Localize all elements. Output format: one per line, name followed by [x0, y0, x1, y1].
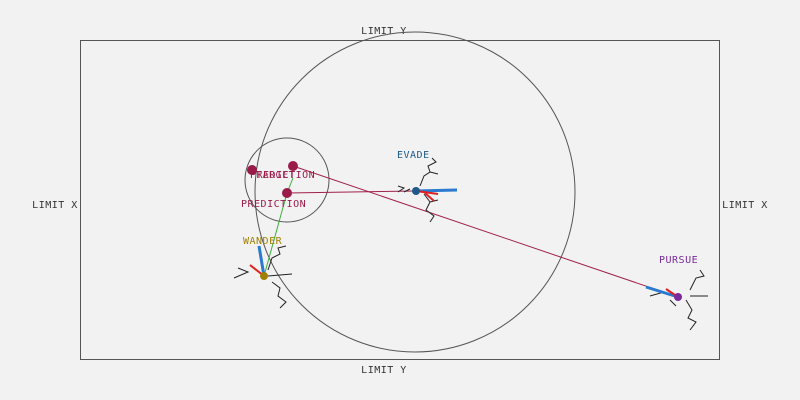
pursue-dragon-sprite [649, 269, 708, 331]
target-point [288, 161, 298, 171]
evade-prediction-line [286, 190, 417, 194]
pursue-body [674, 293, 682, 301]
prediction-point-b [282, 188, 292, 198]
evade-radius-circle [254, 31, 576, 353]
evade-force-vector-2 [424, 192, 435, 202]
wander-target-line [263, 192, 288, 277]
pursue-label: PURSUE [659, 255, 698, 266]
limit-label-bottom: LIMIT Y [361, 365, 407, 376]
wander-velocity-vector [257, 245, 266, 277]
evade-body [412, 187, 420, 195]
prediction-point-a [247, 165, 257, 175]
pursue-agent: PURSUE [645, 255, 708, 331]
limit-label-top: LIMIT Y [361, 26, 407, 37]
pursue-velocity-vector [645, 285, 679, 299]
wander-agent: WANDER [233, 236, 293, 309]
limit-label-left: LIMIT X [32, 200, 78, 211]
pursue-target-line [292, 165, 679, 298]
limit-label-right: LIMIT X [722, 200, 768, 211]
prediction-label-a: PREDICTION [250, 170, 315, 181]
wander-body [260, 272, 268, 280]
wander-dragon-sprite [233, 245, 293, 309]
wander-label: WANDER [243, 236, 283, 247]
world-boundary [80, 40, 720, 360]
prediction-label-b: PREDICTION [241, 199, 306, 210]
wander-circle [244, 137, 330, 223]
evade-velocity-vector [415, 188, 458, 193]
evade-dragon-sprite [397, 157, 439, 223]
target-label: TARGET [256, 170, 295, 181]
evade-label: EVADE [397, 150, 430, 161]
evade-agent: EVADE [397, 150, 458, 223]
